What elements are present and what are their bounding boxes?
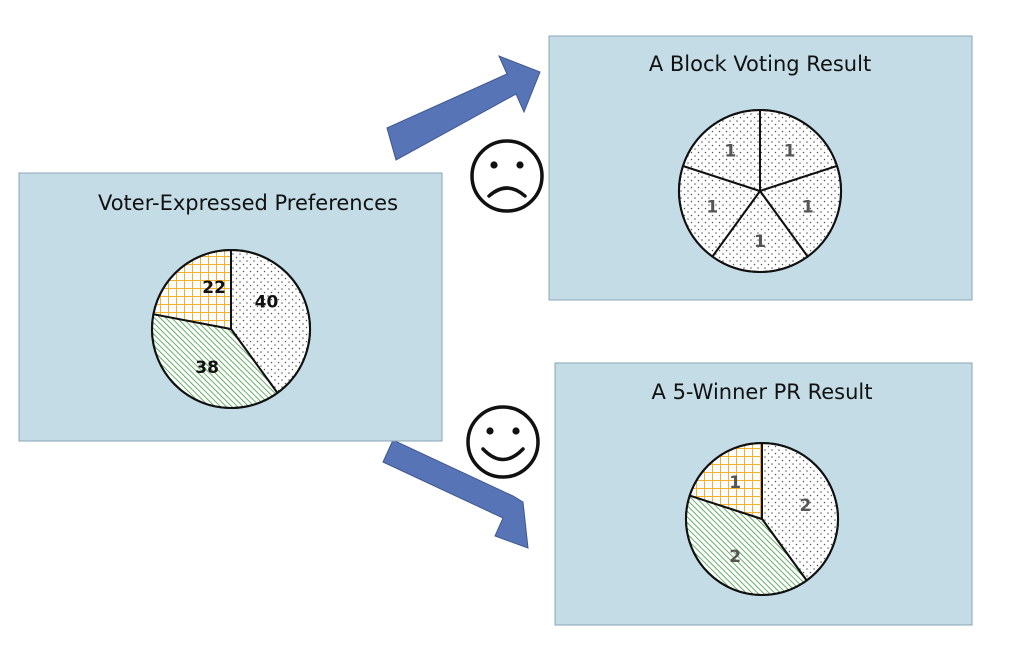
frown-face-icon xyxy=(470,139,544,213)
block-voting-panel: A Block Voting Result 1 1 1 1 1 xyxy=(548,35,973,301)
block-voting-title: A Block Voting Result xyxy=(649,52,871,76)
pie-slice-label: 2 xyxy=(799,496,811,516)
arrow-to-pr-result xyxy=(382,439,529,549)
pie-outline xyxy=(678,109,842,273)
pr-result-title: A 5-Winner PR Result xyxy=(652,380,873,404)
pie-outline xyxy=(685,442,839,596)
pie-slice-label: 1 xyxy=(706,198,718,218)
preferences-pie-chart: 40 38 22 xyxy=(151,249,311,409)
pr-result-panel: A 5-Winner PR Result 2 2 1 xyxy=(554,362,973,626)
preferences-title: Voter-Expressed Preferences xyxy=(98,191,398,215)
pie-slice-label: 22 xyxy=(202,278,226,298)
pie-slice-label: 38 xyxy=(195,358,219,378)
pie-slice-label: 40 xyxy=(255,292,279,312)
pie-slice-label: 1 xyxy=(802,198,814,218)
pie-slice-label: 2 xyxy=(729,547,741,567)
arrow-to-block-result xyxy=(386,55,541,161)
block-voting-pie-chart: 1 1 1 1 1 xyxy=(678,109,842,273)
pie-slice-label: 1 xyxy=(784,141,796,161)
pie-slice-label: 1 xyxy=(754,232,766,252)
pr-result-pie-chart: 2 2 1 xyxy=(685,442,839,596)
pie-slice-label: 1 xyxy=(729,473,741,493)
preferences-panel: Voter-Expressed Preferences 40 38 22 xyxy=(18,172,443,442)
smile-face-icon xyxy=(466,405,540,479)
pie-outline xyxy=(151,249,311,409)
pie-slice-label: 1 xyxy=(725,141,737,161)
